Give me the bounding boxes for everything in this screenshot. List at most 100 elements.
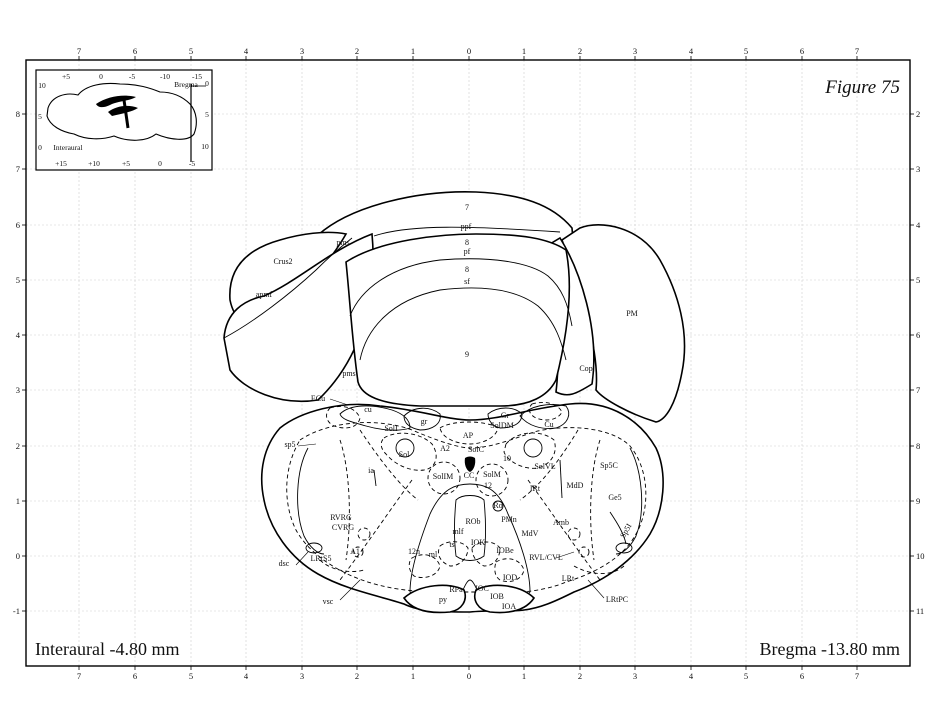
inset-bottom-tick: -5 bbox=[189, 159, 195, 168]
bottom-tick: 2 bbox=[355, 671, 359, 681]
bottom-tick: 1 bbox=[411, 671, 415, 681]
label-solc: SolC bbox=[468, 445, 484, 454]
label-apmf: apmf bbox=[256, 290, 273, 299]
bregma-coordinate: Bregma -13.80 mm bbox=[760, 639, 900, 659]
label-sp5: sp5 bbox=[284, 440, 295, 449]
right-tick: 9 bbox=[916, 496, 920, 506]
bottom-tick: 6 bbox=[133, 671, 137, 681]
right-tick: 11 bbox=[916, 606, 924, 616]
top-tick: 3 bbox=[633, 46, 637, 56]
label-pmn: PMn bbox=[501, 515, 517, 524]
right-tick: 8 bbox=[916, 441, 920, 451]
label-cu-right: Cu bbox=[544, 420, 553, 429]
top-tick: 5 bbox=[189, 46, 193, 56]
label-lobule-7: 7 bbox=[465, 203, 469, 212]
bottom-tick: 4 bbox=[244, 671, 249, 681]
inset-bottom-tick: +10 bbox=[88, 159, 100, 168]
label-ioa: IOA bbox=[502, 602, 516, 611]
label-lrtpc: LRtPC bbox=[606, 595, 628, 604]
label-py: py bbox=[439, 595, 447, 604]
label-ecu: ECu bbox=[311, 394, 325, 403]
label-cvrg: CVRG bbox=[332, 523, 354, 532]
top-tick: 6 bbox=[133, 46, 137, 56]
label-rob: ROb bbox=[465, 517, 480, 526]
top-tick: 7 bbox=[855, 46, 859, 56]
top-tick: 5 bbox=[744, 46, 748, 56]
bottom-tick: 6 bbox=[800, 671, 804, 681]
left-tick: -1 bbox=[13, 606, 20, 616]
inset-top-tick: +5 bbox=[62, 72, 70, 81]
label-iob: IOB bbox=[490, 592, 504, 601]
label-mdd: MdD bbox=[567, 481, 584, 490]
left-tick: 2 bbox=[16, 441, 20, 451]
left-tick: 8 bbox=[16, 109, 20, 119]
left-tick: 4 bbox=[16, 330, 21, 340]
label-sp5c: Sp5C bbox=[600, 461, 618, 470]
label-gr-right: Gr bbox=[501, 411, 510, 420]
label-cc: CC bbox=[464, 471, 475, 480]
top-tick: 2 bbox=[355, 46, 359, 56]
figure-label: Figure 75 bbox=[824, 77, 900, 98]
label-crus2: Crus2 bbox=[273, 257, 292, 266]
label-ap: AP bbox=[463, 431, 474, 440]
label-ioc: IOC bbox=[475, 584, 489, 593]
bottom-tick: 2 bbox=[578, 671, 582, 681]
label-iod: IOD bbox=[503, 573, 517, 582]
right-tick: 6 bbox=[916, 330, 920, 340]
top-tick: 0 bbox=[467, 46, 471, 56]
right-tick: 4 bbox=[916, 220, 921, 230]
label-pf: pf bbox=[464, 247, 471, 256]
label-lrts5: LRtS5 bbox=[311, 554, 332, 563]
label-solvl: SolVL bbox=[534, 462, 555, 471]
label-a1: A1 bbox=[350, 547, 360, 556]
inset-top-tick: -10 bbox=[160, 72, 170, 81]
interaural-coordinate: Interaural -4.80 mm bbox=[35, 639, 179, 659]
label-10: 10 bbox=[503, 454, 511, 463]
label-mdv: MdV bbox=[522, 529, 539, 538]
inset-right-tick: 5 bbox=[205, 110, 209, 119]
top-tick: 4 bbox=[689, 46, 694, 56]
label-pms-bottom: pms bbox=[342, 369, 355, 378]
label-pms-top: pms bbox=[336, 238, 349, 247]
label-ml: ml bbox=[429, 550, 438, 559]
label-cu-left: cu bbox=[364, 405, 372, 414]
inset-right-tick: 0 bbox=[205, 79, 209, 88]
label-a2: A2 bbox=[440, 444, 450, 453]
inset-left-tick: 0 bbox=[38, 143, 42, 152]
label-lobule-8a: 8 bbox=[465, 238, 469, 247]
inset-bottom-tick: +15 bbox=[55, 159, 67, 168]
label-amb: Amb bbox=[553, 518, 569, 527]
bottom-tick: 1 bbox=[522, 671, 526, 681]
inset-bottom-tick: 0 bbox=[158, 159, 162, 168]
inset-bregma-label: Bregma bbox=[174, 80, 198, 89]
label-ro: Ro bbox=[493, 501, 502, 510]
bottom-tick: 4 bbox=[689, 671, 694, 681]
inset-top-tick: 0 bbox=[99, 72, 103, 81]
left-tick: 5 bbox=[16, 275, 20, 285]
label-vsc: vsc bbox=[323, 597, 334, 606]
top-tick: 2 bbox=[578, 46, 582, 56]
right-tick: 3 bbox=[916, 164, 920, 174]
label-dsc: dsc bbox=[279, 559, 290, 568]
inset-sagittal-view: +5 0 -5 -10 -15 +15 +10 +5 0 -5 10 5 0 0… bbox=[36, 70, 212, 170]
label-ts: ts bbox=[449, 540, 454, 549]
inset-interaural-label: Interaural bbox=[53, 143, 82, 152]
label-ia: ia bbox=[368, 466, 374, 475]
label-ge5: Ge5 bbox=[608, 493, 621, 502]
top-tick: 3 bbox=[300, 46, 304, 56]
bottom-tick: 7 bbox=[855, 671, 859, 681]
inset-left-tick: 5 bbox=[38, 112, 42, 121]
bottom-tick: 7 bbox=[77, 671, 81, 681]
top-tick: 4 bbox=[244, 46, 249, 56]
label-sol: Sol bbox=[399, 450, 410, 459]
cerebellum bbox=[224, 192, 685, 422]
label-mlf: mlf bbox=[452, 527, 463, 536]
label-solim: SolIM bbox=[433, 472, 453, 481]
cerebellum-lobule-8 bbox=[346, 234, 569, 406]
label-lrt: LRt bbox=[562, 574, 575, 583]
bottom-axis-labels: 7 6 5 4 3 2 1 0 1 2 3 4 5 6 7 bbox=[77, 671, 859, 681]
label-sf: sf bbox=[464, 277, 470, 286]
right-tick: 10 bbox=[916, 551, 925, 561]
